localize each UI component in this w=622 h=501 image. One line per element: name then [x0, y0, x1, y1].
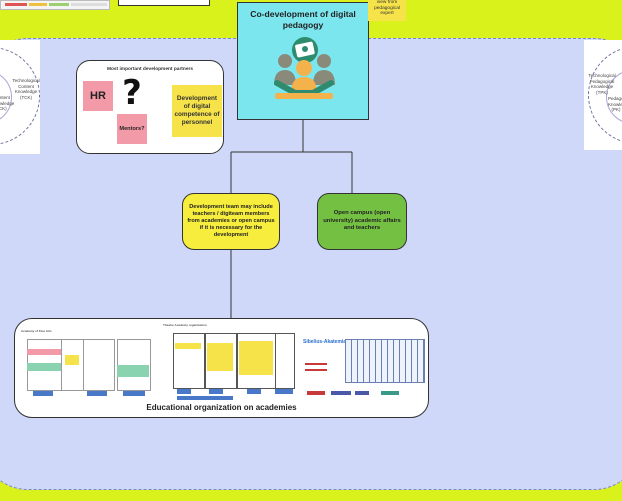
partners-card[interactable]: Most important development partners HR ?…	[76, 60, 224, 154]
left-tpack-fragment: Technological Content Knowledge (TCK) Co…	[0, 40, 40, 154]
people-collaboration-icon	[274, 37, 335, 99]
education-card[interactable]: Academy of Fine Arts Theatre Academy org…	[14, 318, 429, 418]
academy-fine-arts-chart[interactable]: Academy of Fine Arts	[19, 329, 155, 399]
thumb1-title: Academy of Fine Arts	[21, 329, 52, 333]
open-campus-node[interactable]: Open campus (open university) academic a…	[317, 193, 407, 250]
top-left-board-fragment	[0, 0, 110, 10]
partners-heading: Most important development partners	[106, 67, 194, 72]
development-sticky[interactable]: Development of digital competence of per…	[172, 85, 222, 137]
right-outer-label: Technological Pedagogical Knowledge (TPK…	[588, 73, 616, 95]
thumb2-title: Theatre Academy organization	[163, 323, 207, 327]
left-inner-label: Content Knowledge (CK)	[0, 95, 15, 111]
sibelius-academy-chart[interactable]: Sibelius-Akatemia 1.1.2024	[301, 327, 425, 401]
development-team-node[interactable]: Development team may include teachers / …	[182, 193, 280, 250]
left-outer-label: Technological Content Knowledge (TCK)	[12, 78, 40, 100]
mentors-sticky[interactable]: Mentors?	[117, 114, 147, 144]
main-node[interactable]: Co-development of digital pedagogy	[237, 2, 369, 120]
theatre-academy-chart[interactable]: Theatre Academy organization	[163, 323, 295, 401]
main-node-title: Co-development of digital pedagogy	[250, 9, 356, 30]
education-caption: Educational organization on academies	[146, 403, 297, 412]
right-inner-label: Pedagogical Knowledge (PK)	[608, 96, 622, 112]
right-tpack-fragment: Technological Pedagogical Knowledge (TPK…	[584, 40, 622, 150]
thumb3-title: Sibelius-Akatemia 1.1.2024	[303, 339, 367, 345]
top-center-board-fragment	[118, 0, 210, 6]
expert-sticky-note[interactable]: view from pedagogical expert	[368, 0, 406, 21]
question-mark-icon: ?	[122, 73, 142, 113]
hr-sticky[interactable]: HR	[83, 81, 113, 111]
